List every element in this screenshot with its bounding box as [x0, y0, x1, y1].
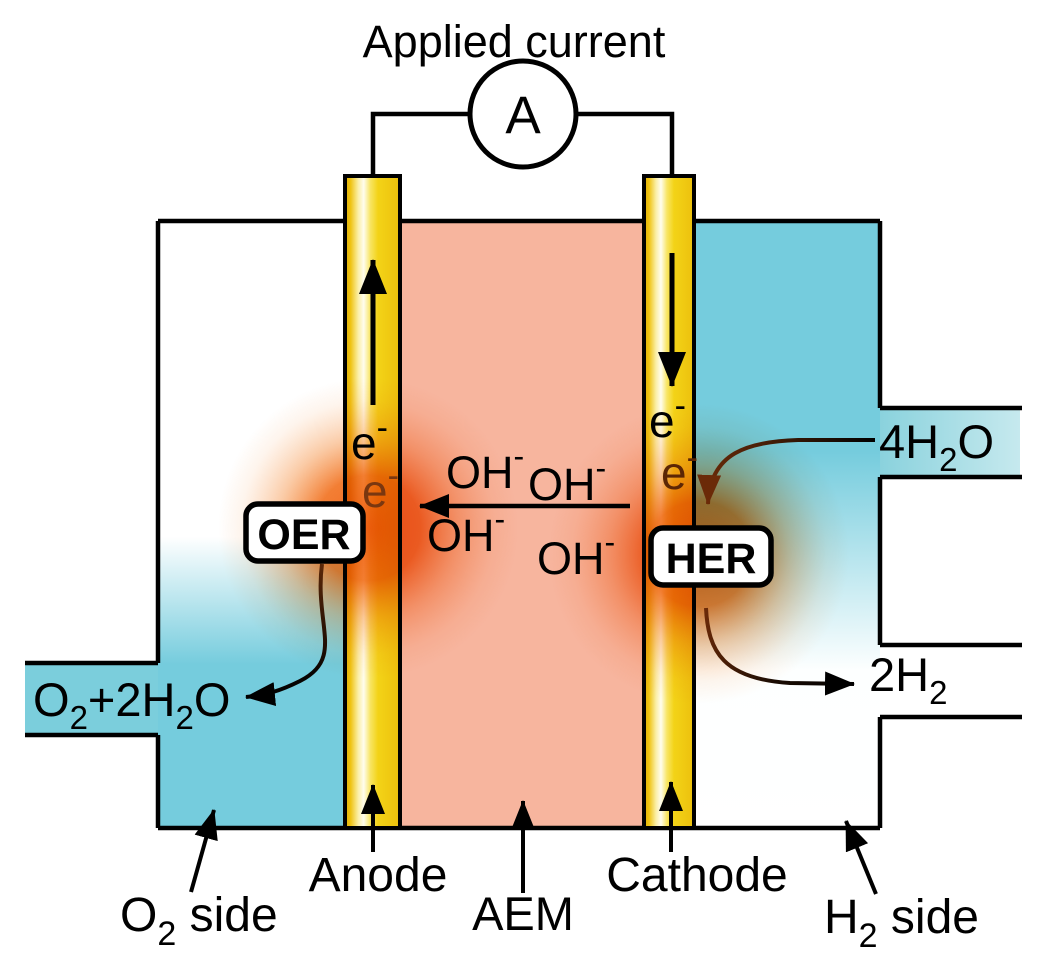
- electron-label: e-: [351, 409, 388, 469]
- hydroxide-transport: OH- OH- OH- OH-: [419, 438, 630, 584]
- cell-compartments: [25, 221, 1020, 828]
- electron-flow: e- e- e- e-: [351, 253, 698, 517]
- anode-label: Anode: [309, 849, 448, 902]
- applied-current-title: Applied current: [363, 16, 666, 67]
- water-inlet-port: [880, 410, 1020, 475]
- oer-badge: [243, 501, 366, 564]
- reaction-badges: OER HER: [243, 501, 774, 588]
- her-badge: [648, 525, 774, 588]
- her-badge-label: HER: [666, 535, 757, 583]
- oh-ion-label: OH-: [537, 524, 615, 584]
- hydrogen-out-label: 2H2: [869, 648, 947, 711]
- o2-outlet-port: [25, 665, 158, 733]
- external-circuit: A Applied current: [363, 16, 675, 176]
- ammeter-label: A: [505, 86, 541, 145]
- electron-label: e-: [362, 457, 399, 517]
- bottom-callouts: Anode Cathode AEM O2 side H2 side: [120, 781, 979, 955]
- o2-side-pointer-arrow: [189, 809, 218, 893]
- cathode-to-hydrogen-arrow: [704, 607, 855, 696]
- h2-side-pointer-arrow: [844, 820, 878, 895]
- oer-reaction-glow: [218, 378, 518, 678]
- oer-to-oxygen-arrow: [245, 563, 328, 707]
- water-in-label: 4H2O: [879, 415, 994, 478]
- cell-outline: [25, 218, 1022, 831]
- aem-label: AEM: [472, 887, 574, 940]
- oh-ion-label: OH-: [427, 501, 505, 561]
- electron-label: e-: [649, 387, 686, 447]
- oh-ion-label: OH-: [446, 438, 524, 498]
- h2-side-label: H2 side: [824, 891, 979, 955]
- species-flows: 4H2O 2H2 O2+2H2O: [33, 415, 994, 736]
- oxygen-out-label: O2+2H2O: [33, 673, 230, 736]
- water-to-cathode-arrow: [697, 438, 875, 505]
- oer-badge-label: OER: [257, 511, 350, 559]
- oh-ion-label: OH-: [528, 450, 606, 510]
- electron-label: e-: [661, 439, 698, 499]
- circuit-wires: [370, 111, 675, 176]
- cathode-label: Cathode: [606, 849, 787, 902]
- ammeter-icon: [467, 58, 579, 170]
- o2-side-label: O2 side: [120, 889, 278, 953]
